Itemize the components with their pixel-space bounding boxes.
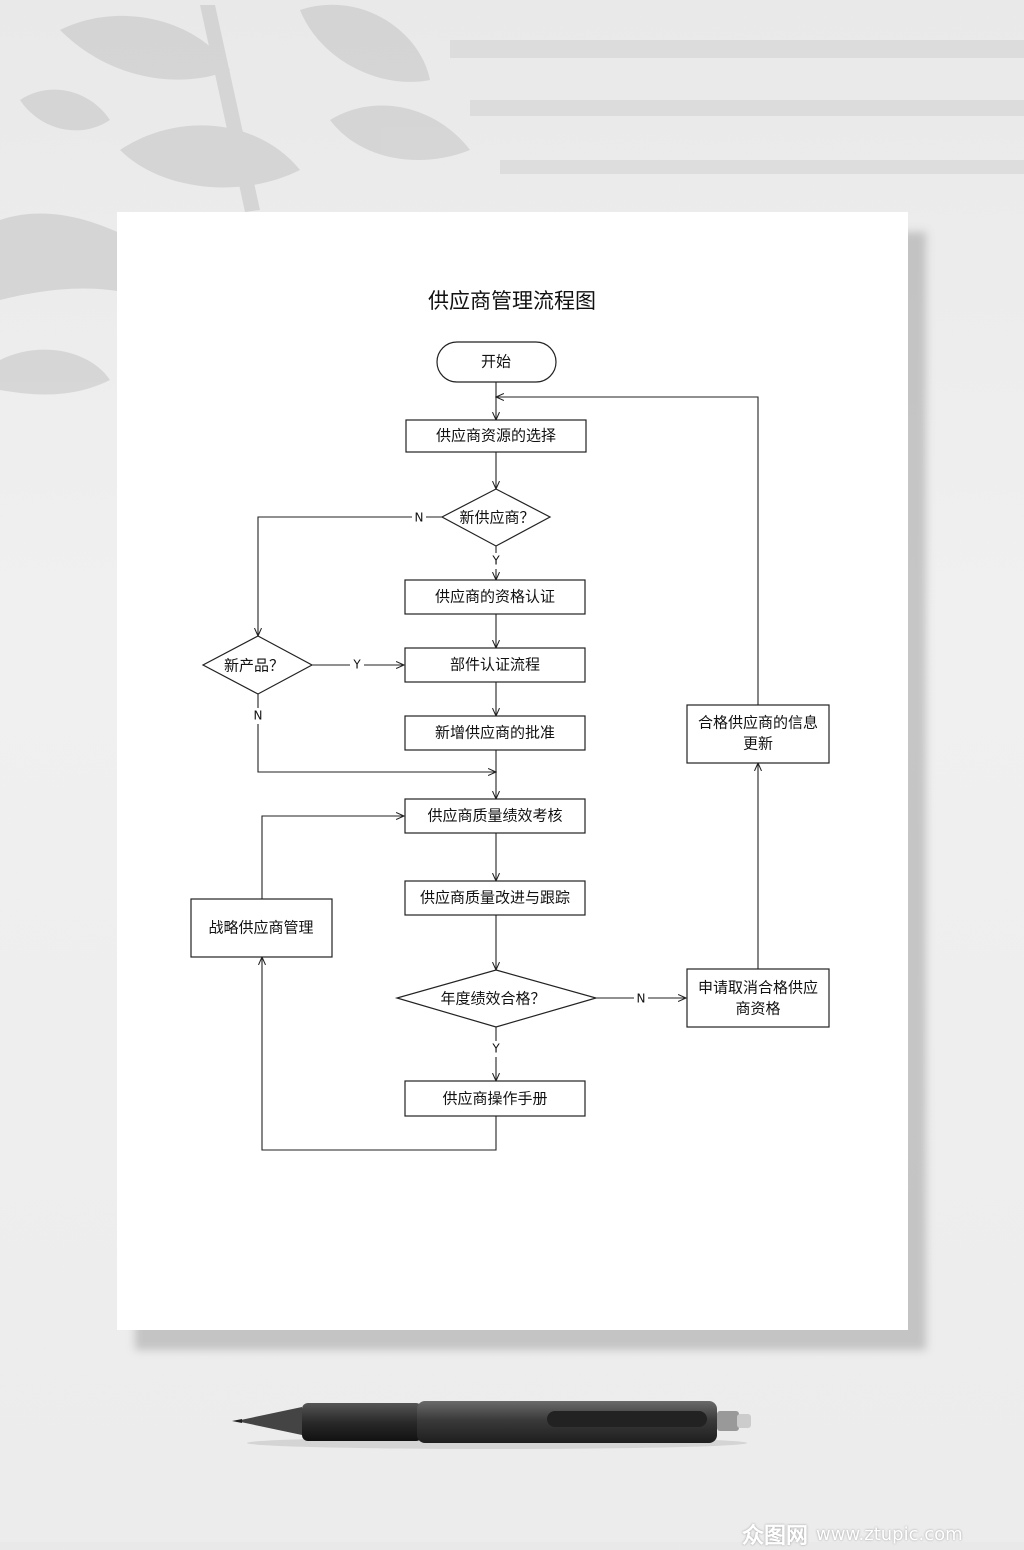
pen-image	[232, 1401, 751, 1449]
edge-labels: N Y Y N N Y	[251, 509, 648, 1057]
node-manual-label: 供应商操作手册	[442, 1090, 547, 1108]
node-perf-review: 供应商质量绩效考核	[404, 798, 586, 834]
node-update-label-line2: 更新	[743, 735, 773, 753]
decision-new-supplier-label: 新供应商？	[459, 509, 534, 527]
node-cancel-label-line2: 商资格	[735, 1000, 780, 1018]
edge-strategic-perf	[261, 816, 404, 899]
node-update-label-line1: 合格供应商的信息	[698, 714, 818, 732]
decision-annual-label: 年度绩效合格？	[440, 990, 545, 1008]
leaf-shadow-background	[0, 4, 1024, 395]
node-cancel-label-line1: 申请取消合格供应	[698, 979, 818, 997]
page-title: 供应商管理流程图	[428, 289, 596, 313]
label-new-supplier-yes: Y	[491, 554, 500, 568]
decision-annual: 年度绩效合格？	[394, 969, 599, 1028]
node-qualification: 供应商的资格认证	[404, 579, 586, 615]
label-annual-no: N	[637, 992, 646, 1006]
node-approve-label: 新增供应商的批准	[435, 724, 555, 742]
decision-new-supplier: 新供应商？	[440, 488, 552, 547]
node-part-cert-label: 部件认证流程	[450, 656, 540, 674]
node-qualification-label: 供应商的资格认证	[435, 588, 555, 606]
watermark: 众图网 www.ztupic.com	[742, 1520, 1012, 1550]
node-manual: 供应商操作手册	[404, 1080, 586, 1117]
node-start: 开始	[436, 341, 557, 383]
node-update: 合格供应商的信息 更新	[686, 704, 830, 764]
node-strategic-label: 战略供应商管理	[208, 919, 313, 937]
node-select: 供应商资源的选择	[405, 419, 587, 453]
node-improve: 供应商质量改进与跟踪	[404, 880, 586, 916]
node-approve: 新增供应商的批准	[404, 715, 586, 751]
node-perf-review-label: 供应商质量绩效考核	[427, 807, 562, 825]
node-select-label: 供应商资源的选择	[436, 427, 556, 445]
node-improve-label: 供应商质量改进与跟踪	[420, 889, 570, 907]
decision-new-product: 新产品？	[201, 635, 314, 695]
node-cancel: 申请取消合格供应 商资格	[686, 968, 830, 1028]
edge-update-loop	[496, 397, 759, 705]
label-new-supplier-no: N	[415, 511, 424, 525]
node-strategic: 战略供应商管理	[190, 898, 333, 958]
paper-sheet	[117, 212, 908, 1330]
node-start-label: 开始	[481, 353, 511, 371]
label-new-product-yes: Y	[352, 658, 361, 672]
label-annual-yes: Y	[491, 1042, 500, 1056]
node-part-cert: 部件认证流程	[404, 647, 586, 683]
watermark-url: www.ztupic.com	[816, 1523, 963, 1545]
watermark-logo: 众图网	[742, 1524, 809, 1549]
decision-new-product-label: 新产品？	[224, 657, 284, 675]
label-new-product-no: N	[254, 709, 263, 723]
edge-newsupplier-no	[258, 516, 442, 636]
edge-manual-strategic	[262, 957, 497, 1151]
